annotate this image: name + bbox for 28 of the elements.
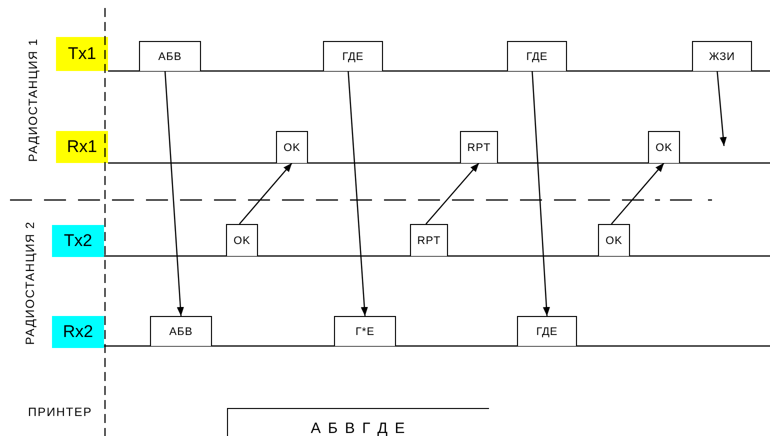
message-box: OK	[598, 224, 630, 256]
message-box: АБВ	[139, 41, 201, 71]
arrow	[532, 70, 550, 316]
message-box: ГДЕ	[517, 316, 577, 346]
station-label: РАДИОСТАНЦИЯ 2	[23, 221, 37, 345]
station-label: РАДИОСТАНЦИЯ 1	[26, 38, 40, 162]
arrow	[238, 162, 292, 224]
message-box: АБВ	[150, 316, 212, 346]
message-box: RPT	[410, 224, 448, 256]
lane-label: Tx2	[52, 225, 104, 257]
printer-output: А Б В Г Д Е	[227, 408, 489, 436]
arrow	[164, 70, 184, 316]
message-box: OK	[226, 224, 258, 256]
message-box: OK	[648, 131, 680, 163]
message-box: ГДЕ	[323, 41, 383, 71]
lane-label: Rx2	[52, 316, 104, 348]
message-box: ГДЕ	[507, 41, 567, 71]
arrow	[716, 70, 727, 146]
lane-label: Tx1	[56, 37, 108, 71]
arrow	[610, 162, 664, 224]
message-box: OK	[276, 131, 308, 163]
arrow	[426, 162, 480, 224]
message-box: RPT	[460, 131, 498, 163]
lane-label: Rx1	[56, 131, 108, 163]
arrow	[348, 70, 368, 316]
message-box: Г*Е	[334, 316, 396, 346]
printer-label: ПРИНТЕР	[28, 405, 92, 419]
message-box: ЖЗИ	[692, 41, 752, 71]
